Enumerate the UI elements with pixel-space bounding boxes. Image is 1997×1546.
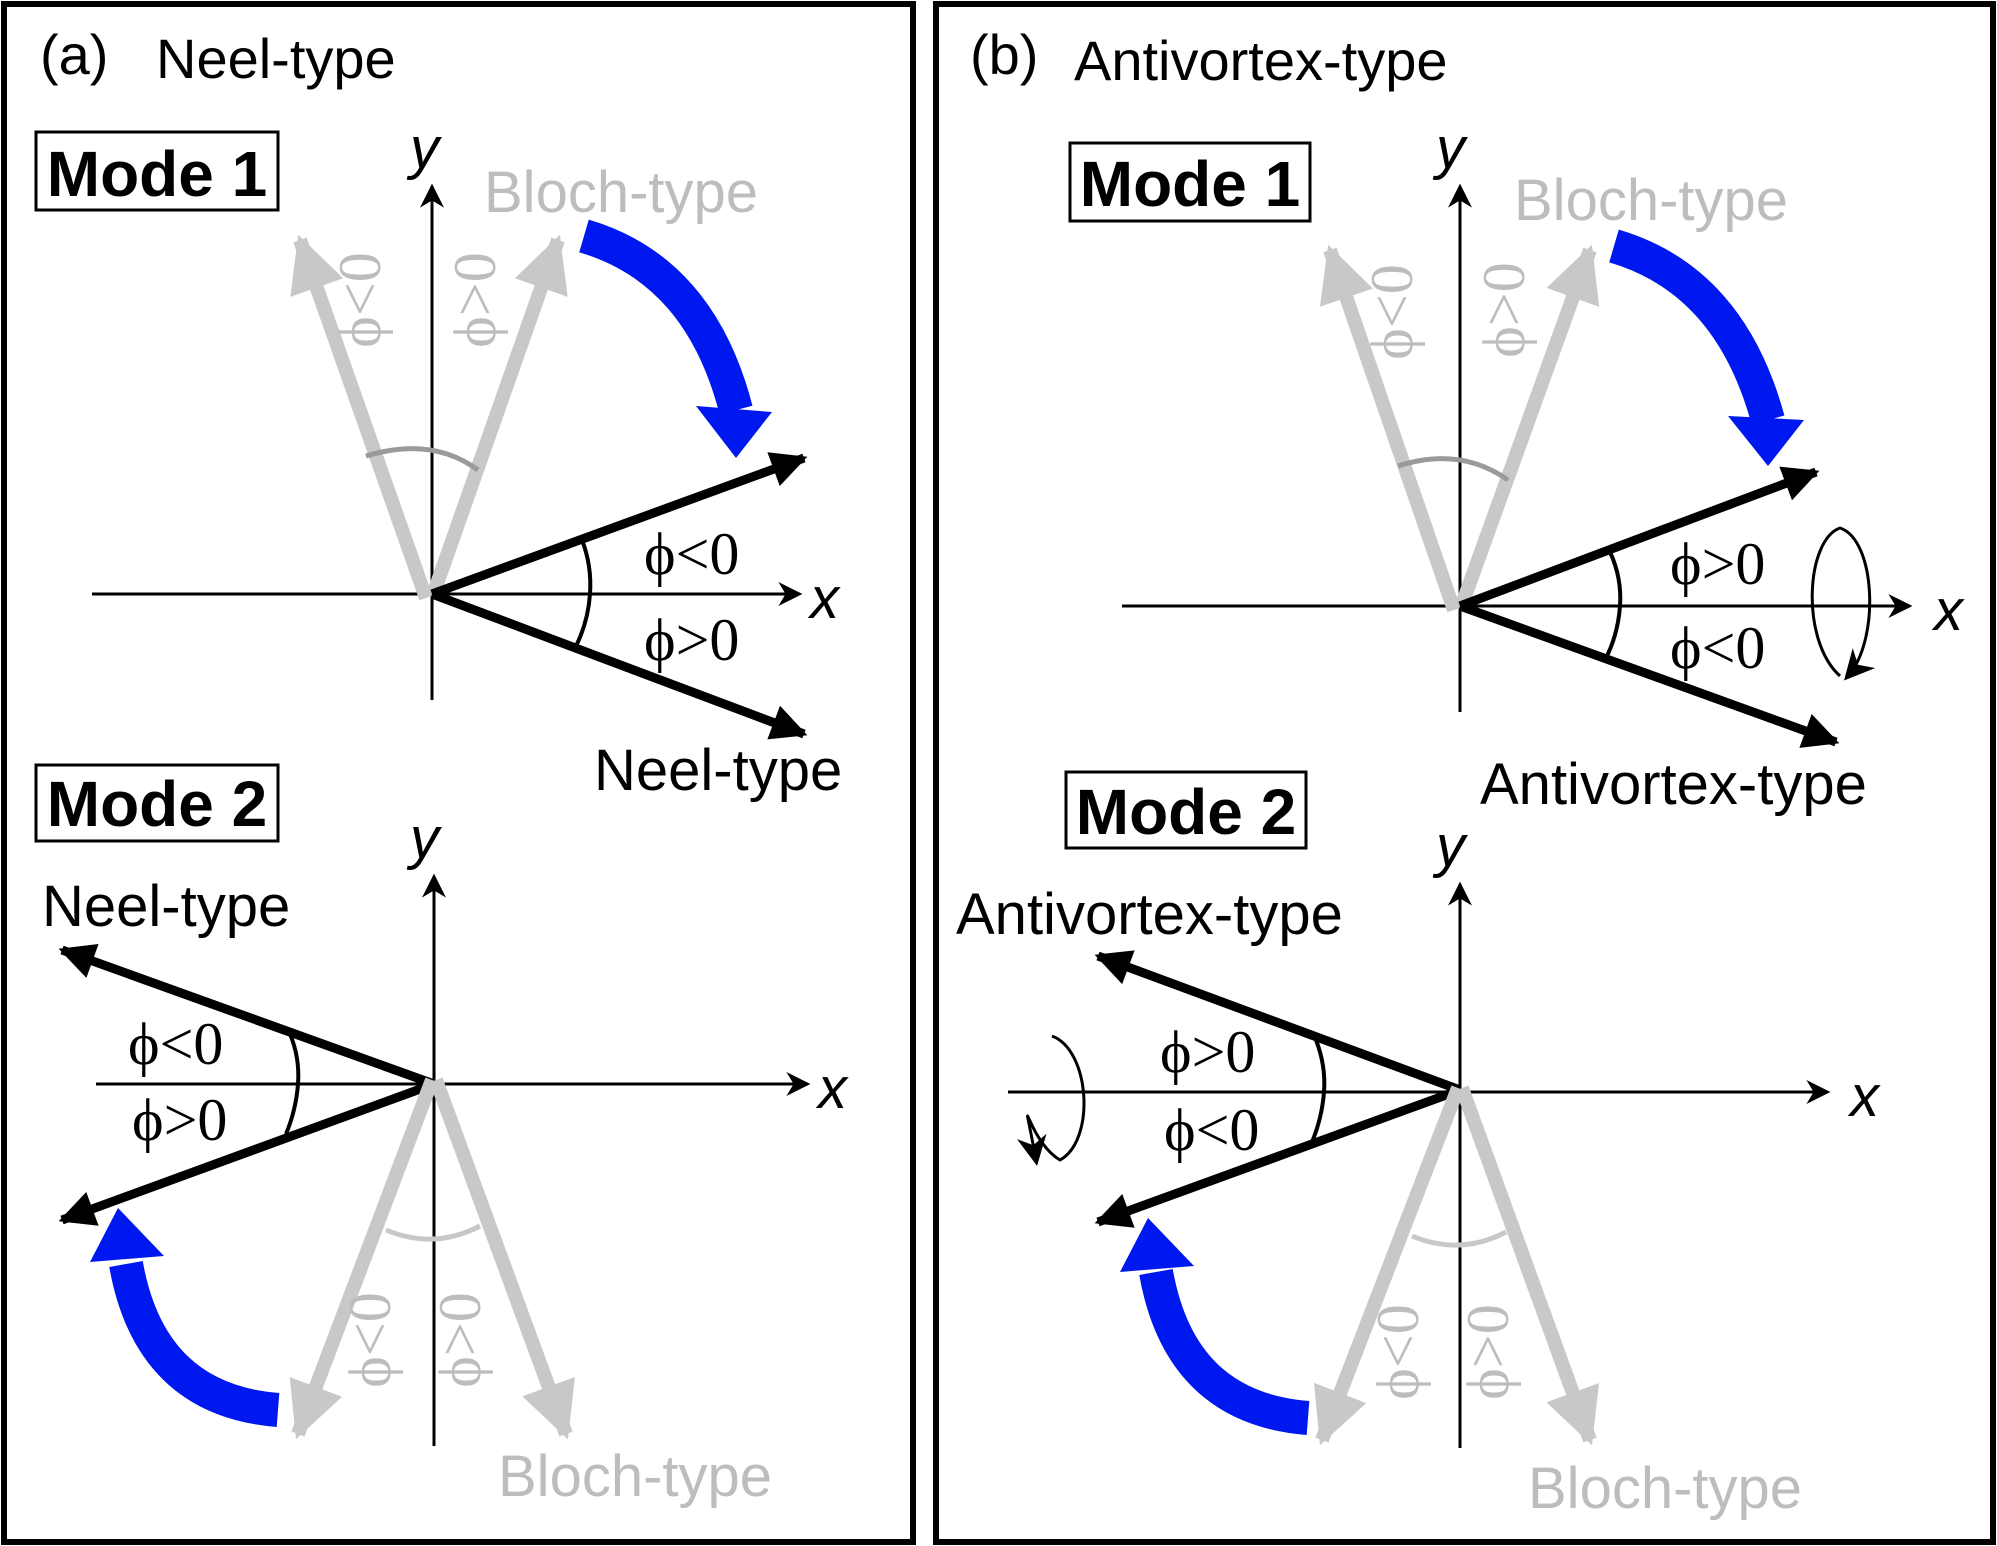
panel-b-tag: (b) — [970, 23, 1038, 86]
lower-angle-label: ϕ<0 — [1670, 615, 1765, 681]
result-arrow-lower — [430, 589, 808, 740]
bloch-angle-arc — [385, 1223, 482, 1242]
bloch-arrow-left — [1319, 244, 1461, 613]
bloch-right-condition: ϕ>0 — [427, 1292, 493, 1387]
panel-a-tag: (a) — [40, 23, 108, 86]
panel-a-mode-2: Mode 2 x y ϕ<0 ϕ>0 Neel-type Bloch-type … — [34, 763, 849, 1509]
y-axis-label: y — [1432, 116, 1468, 181]
bloch-right-condition: ϕ>0 — [1455, 1304, 1521, 1399]
result-arrow-lower — [1094, 1085, 1462, 1228]
rotation-about-x-icon — [1016, 1034, 1086, 1166]
mode-label: Mode 2 — [47, 768, 267, 840]
mode-label-box — [34, 130, 280, 212]
mode-label: Mode 2 — [1076, 776, 1296, 848]
rotation-arrow — [578, 219, 753, 415]
lower-angle-arc — [284, 1083, 300, 1135]
result-arrow-upper — [1458, 466, 1820, 611]
bloch-arrow-left — [290, 234, 433, 601]
mode-label-box — [1068, 141, 1312, 223]
lower-angle-label: ϕ<0 — [1164, 1097, 1259, 1163]
result-label: Neel-type — [42, 874, 290, 939]
bloch-arrow-right — [425, 234, 568, 601]
bloch-angle-arc — [1397, 456, 1510, 483]
result-label: Antivortex-type — [1480, 752, 1867, 817]
panel-a: (a) Neel-type Mode 1 x y Bloch-type ϕ<0 … — [1, 1, 916, 1545]
y-axis-label: y — [406, 806, 442, 871]
panel-a-frame — [1, 1, 916, 1545]
rotation-arrow — [109, 1260, 280, 1427]
upper-angle-arc — [1314, 1039, 1327, 1093]
upper-angle-label: ϕ<0 — [128, 1011, 223, 1077]
bloch-label: Bloch-type — [498, 1444, 772, 1509]
bloch-arrow-right — [1455, 1085, 1600, 1446]
y-axis-label: y — [406, 116, 442, 181]
rotation-arrow-head — [696, 406, 772, 458]
bloch-label: Bloch-type — [1528, 1456, 1802, 1521]
result-arrow-upper — [58, 944, 436, 1089]
bloch-label: Bloch-type — [484, 160, 758, 225]
upper-angle-label: ϕ>0 — [1670, 531, 1765, 597]
x-axis-label: x — [807, 566, 841, 631]
lower-angle-arc — [574, 593, 592, 647]
mode-label: Mode 1 — [1080, 148, 1300, 220]
lower-angle-arc — [1310, 1091, 1326, 1143]
upper-angle-arc — [288, 1033, 301, 1085]
bloch-left-condition: ϕ<0 — [337, 1292, 403, 1387]
mode-label: Mode 1 — [47, 138, 267, 210]
bloch-arrow-right — [429, 1077, 575, 1440]
rotation-arrow-head — [1728, 416, 1804, 466]
panel-b-title: Antivortex-type — [1074, 29, 1448, 92]
upper-angle-label: ϕ>0 — [1160, 1019, 1255, 1085]
bloch-left-condition: ϕ<0 — [327, 252, 393, 347]
panel-b-mode-1: Mode 1 x y Bloch-type ϕ<0 ϕ>0 ϕ>0 ϕ<0 An… — [1068, 116, 1965, 817]
lower-angle-label: ϕ>0 — [132, 1087, 227, 1153]
panel-b-mode-2: Mode 2 x y ϕ>0 ϕ<0 Antivortex-type Bloch… — [956, 770, 1881, 1521]
bloch-angle-arc — [365, 446, 480, 473]
panel-a-title: Neel-type — [156, 27, 396, 90]
y-axis-label: y — [1432, 814, 1468, 879]
bloch-arrow-left — [289, 1077, 439, 1440]
mode-label-box — [34, 763, 280, 843]
lower-angle-arc — [1604, 605, 1622, 659]
result-label: Neel-type — [594, 738, 842, 803]
x-axis-label: x — [1847, 1064, 1881, 1129]
x-axis-label: x — [1931, 578, 1965, 643]
x-axis-label: x — [815, 1056, 849, 1121]
bloch-angle-arc — [1411, 1229, 1508, 1248]
result-arrow-lower — [58, 1079, 436, 1226]
result-label: Antivortex-type — [956, 882, 1343, 947]
bloch-label: Bloch-type — [1514, 168, 1788, 233]
bloch-arrow-right — [1453, 244, 1600, 613]
bloch-right-condition: ϕ>0 — [442, 252, 508, 347]
panel-b: (b) Antivortex-type Mode 1 x y Bloch-typ… — [933, 1, 1996, 1545]
upper-angle-arc — [1608, 551, 1623, 607]
bloch-right-condition: ϕ>0 — [1471, 262, 1537, 357]
rotation-arrow-head — [90, 1208, 164, 1262]
result-arrow-upper — [430, 452, 808, 599]
rotation-about-x-icon — [1810, 526, 1876, 681]
upper-angle-label: ϕ<0 — [644, 521, 739, 587]
lower-angle-label: ϕ>0 — [644, 607, 739, 673]
result-arrow-upper — [1094, 950, 1462, 1095]
mode-label-box — [1064, 770, 1308, 850]
bloch-left-condition: ϕ<0 — [1365, 1304, 1431, 1399]
rotation-arrow-head — [1120, 1218, 1194, 1272]
rotation-arrow — [1608, 229, 1785, 425]
bloch-left-condition: ϕ<0 — [1359, 264, 1425, 359]
bloch-arrow-left — [1314, 1085, 1465, 1446]
panel-b-frame — [933, 1, 1996, 1545]
panel-a-mode-1: Mode 1 x y Bloch-type ϕ<0 ϕ>0 ϕ<0 ϕ>0 Ne… — [34, 116, 842, 803]
upper-angle-arc — [580, 539, 593, 595]
rotation-arrow — [1139, 1268, 1310, 1435]
result-arrow-lower — [1458, 601, 1840, 748]
